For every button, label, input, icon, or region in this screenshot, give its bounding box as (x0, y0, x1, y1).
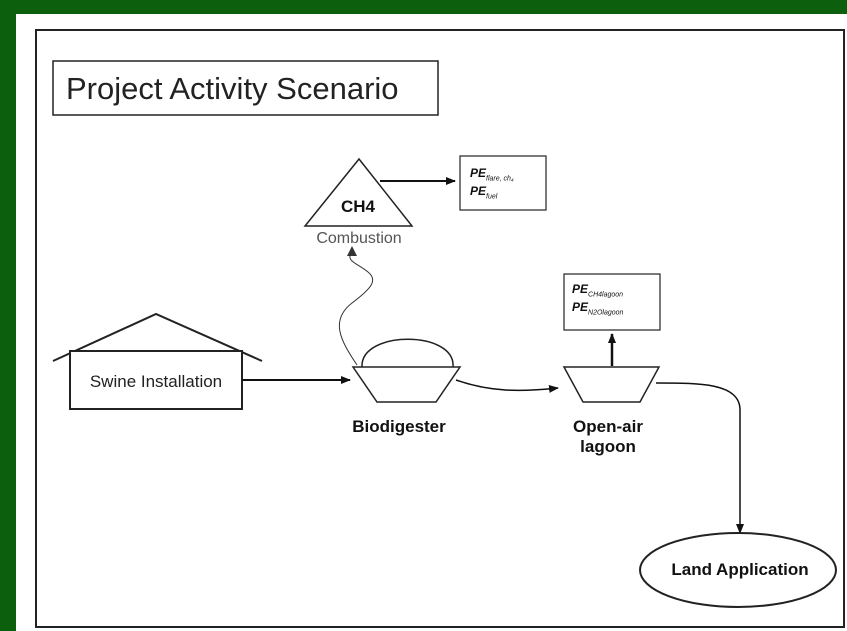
arrow-biodigester-to-lagoon (455, 379, 559, 393)
pe-n2o-lagoon-line: PEN2Olagoon (572, 300, 623, 318)
swine-installation-label: Swine Installation (89, 372, 223, 391)
swine-house-roof (52, 312, 263, 362)
biodigester-label: Biodigester (352, 417, 446, 436)
biodigester-dome (361, 338, 454, 368)
diagram-title: Project Activity Scenario (66, 71, 399, 106)
land-application-label: Land Application (671, 560, 809, 579)
title-box (52, 60, 439, 116)
biodigester-tank (351, 366, 462, 403)
flare-emissions-box (459, 155, 547, 211)
pe-fuel-main: PE (470, 183, 487, 198)
pe-ch4-subscript: CH4lagoon (588, 291, 624, 299)
land-application-ellipse (639, 532, 837, 608)
lagoon-emissions-text: PECH4lagoon PEN2Olagoon (572, 282, 623, 318)
ch4-label: CH4 (340, 197, 375, 216)
open-air-lagoon-label: Open-air lagoon (573, 417, 643, 456)
biogas-flow-line (338, 249, 374, 366)
combustion-triangle (303, 157, 414, 227)
pe-n2o-main: PE (572, 299, 589, 314)
diagram-frame (16, 14, 847, 631)
lagoon-emissions-box (563, 273, 661, 331)
pe-n2o-subscript: N2Olagoon (588, 309, 624, 317)
flare-emissions-text: PEflare, ch₄ PEfuel (470, 166, 514, 202)
pe-flare-line: PEflare, ch₄ (470, 166, 514, 184)
swine-installation-box (69, 350, 243, 410)
pe-flare-subscript: flare, ch₄ (486, 175, 514, 183)
pe-ch4-main: PE (572, 282, 589, 296)
lagoon-tank (562, 366, 661, 403)
pe-fuel-subscript: fuel (486, 193, 498, 201)
pe-flare-main: PE (470, 166, 487, 180)
diagram-border (35, 29, 845, 628)
biogas-arrowhead (347, 246, 357, 256)
combustion-label: Combustion (316, 230, 402, 247)
pe-fuel-line: PEfuel (470, 184, 514, 202)
arrow-lagoon-to-land-application (655, 382, 744, 534)
pe-ch4-lagoon-line: PECH4lagoon (572, 282, 623, 300)
